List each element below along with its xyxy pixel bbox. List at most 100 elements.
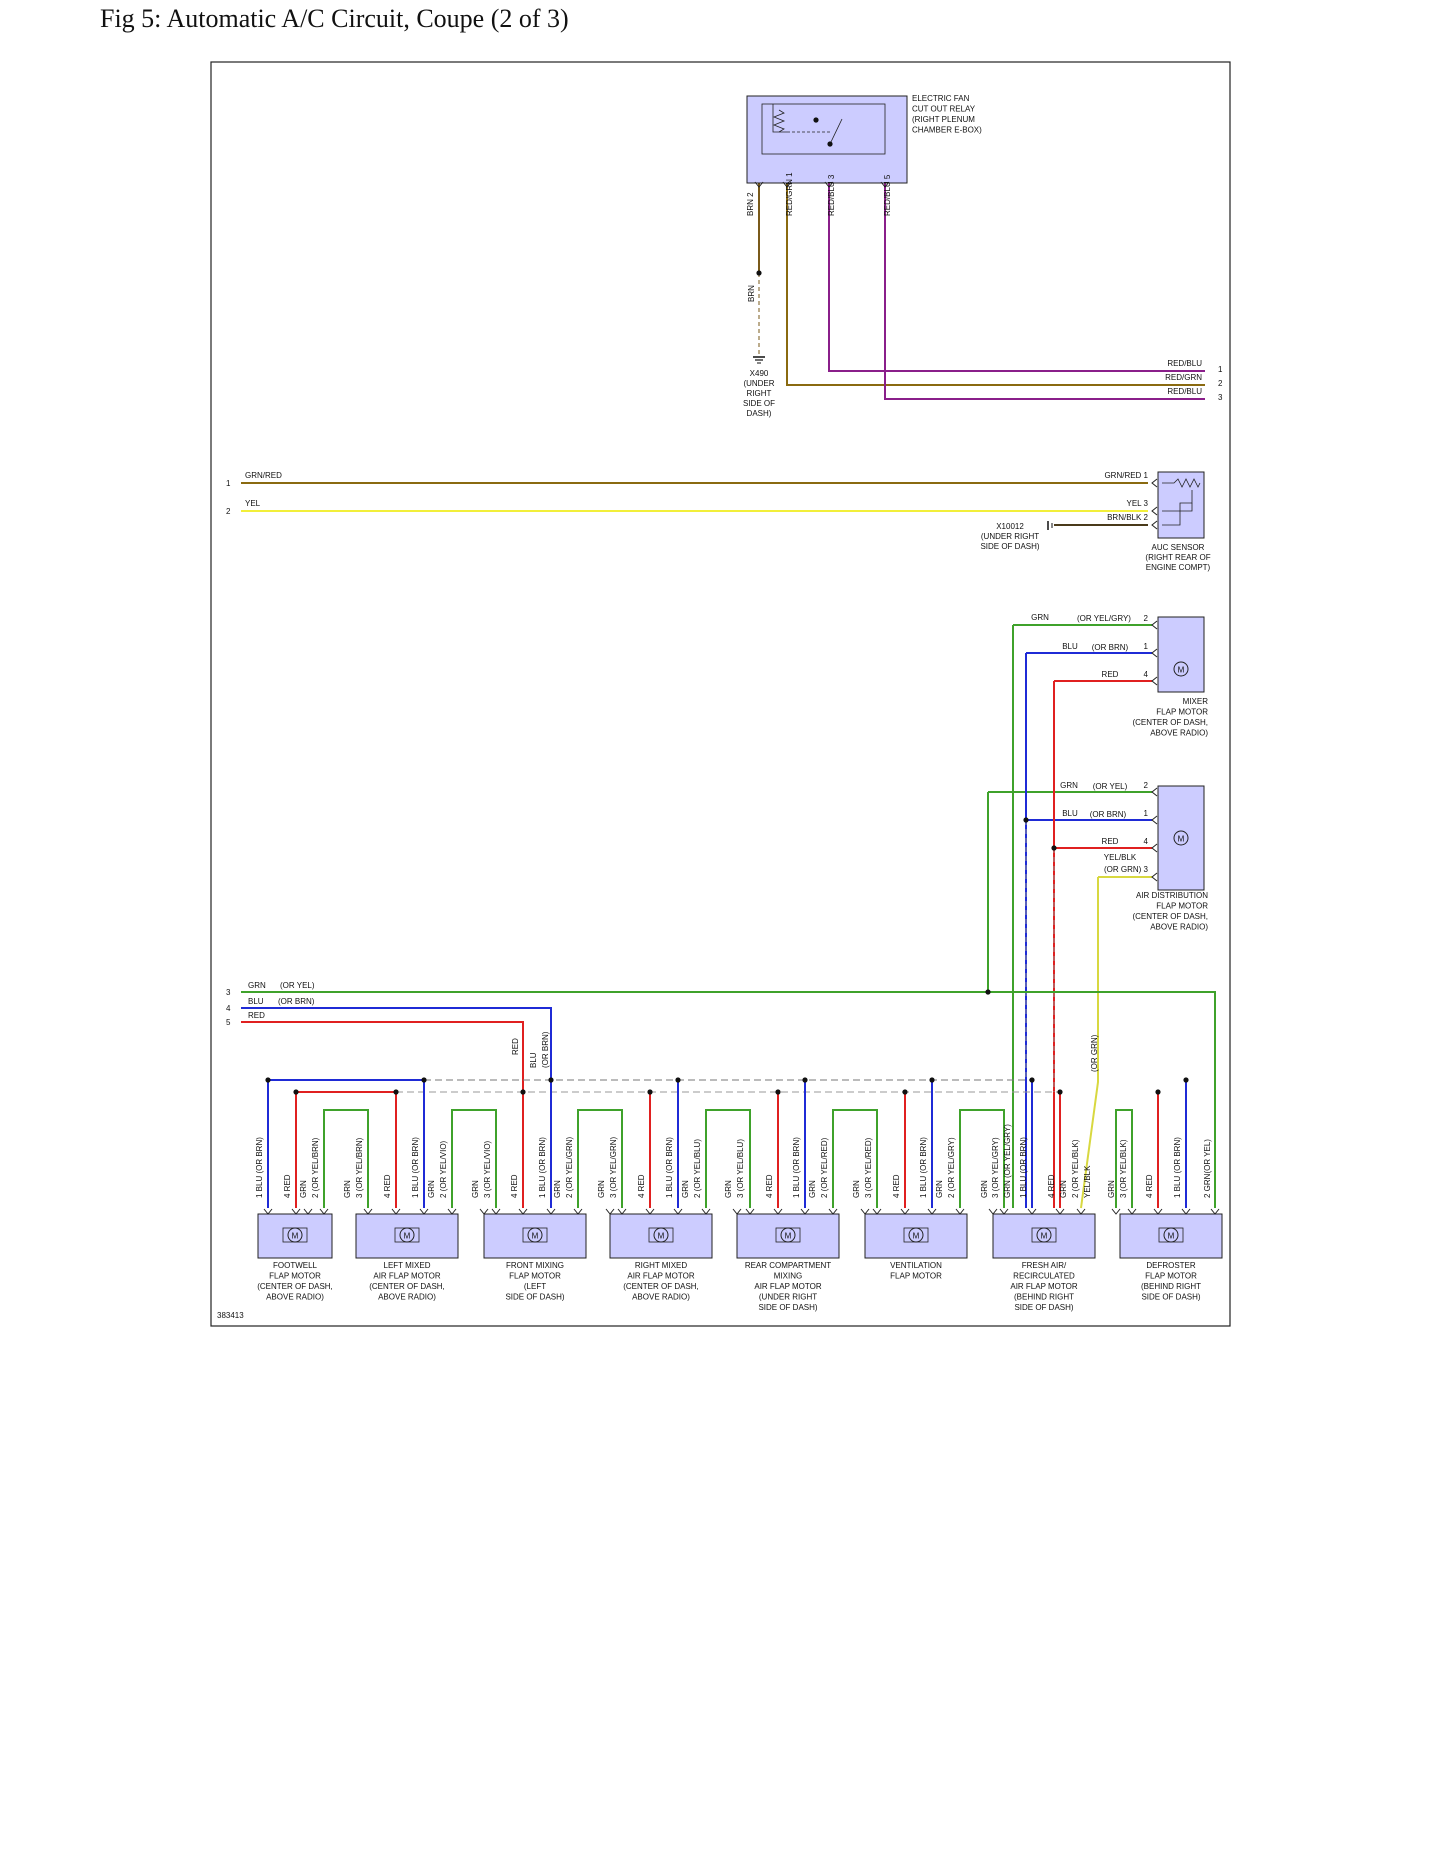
pin-arrow-icon [732, 1208, 742, 1215]
component-name: (UNDER RIGHT [759, 1293, 817, 1302]
wire-label: GRN [1107, 1180, 1116, 1198]
wire-label: 4 [1144, 837, 1149, 846]
mixer-motor-box [1157, 616, 1205, 693]
wire-label: BLU [1062, 642, 1078, 651]
pin-arrow-icon [1151, 872, 1158, 882]
component-name: (BEHIND RIGHT [1014, 1293, 1074, 1302]
wire-label: (OR GRN) 3 [1104, 865, 1149, 874]
wire-label: 3 (OR YEL/BRN) [355, 1137, 364, 1198]
wire-label: 2 (OR YEL/RED) [820, 1137, 829, 1198]
wire-label: (OR BRN) [278, 997, 315, 1006]
relay-name: CHAMBER E-BOX) [912, 126, 982, 135]
connector-pin: 5 [226, 1018, 231, 1027]
wire-label: GRN/RED [245, 471, 282, 480]
wire-label: 1 BLU (OR BRN) [255, 1137, 264, 1198]
wire-label: 2 (OR YEL/BLK) [1071, 1139, 1080, 1198]
wire-label: GRN [248, 981, 266, 990]
relay-name: ELECTRIC FAN [912, 94, 970, 103]
splice-dot [647, 1089, 653, 1095]
wire-label: GRN [808, 1180, 817, 1198]
relay-switch-icon [829, 118, 843, 145]
motor-icon: M [292, 1232, 299, 1241]
wire-label: 4 RED [383, 1174, 392, 1198]
wire-label: 1 [1144, 809, 1149, 818]
pin-arrow-icon [1151, 676, 1158, 686]
wire-label: GRN [427, 1180, 436, 1198]
pin-arrow-icon [391, 1208, 401, 1215]
splice-dot [293, 1089, 299, 1095]
ground-name: SIDE OF DASH) [980, 542, 1039, 551]
pin-arrow-icon [701, 1208, 711, 1215]
wire-label: GRN (OR YEL/GRY) [1003, 1124, 1012, 1198]
component-name: FLAP MOTOR [890, 1272, 942, 1281]
ground-wire-label: BRN [747, 285, 756, 302]
wire-label: (OR YEL) [1093, 782, 1128, 791]
motor-icon: M [913, 1232, 920, 1241]
wire-label: 4 RED [765, 1174, 774, 1198]
wire-label: 1 BLU (OR BRN) [919, 1137, 928, 1198]
motor-icon [399, 1227, 415, 1243]
wire-label: GRN [724, 1180, 733, 1198]
diagram-frame [210, 61, 1231, 1327]
ground-name: DASH) [747, 409, 772, 418]
component-layer [210, 61, 1231, 1327]
wire-grn [705, 1109, 751, 1208]
flap-motor-box [864, 1213, 968, 1259]
motor-icon [287, 1227, 303, 1243]
pin-arrow-icon [1076, 1208, 1086, 1215]
wire-label: GRN [553, 1180, 562, 1198]
wire-label: 4 RED [1047, 1174, 1056, 1198]
component-name: ENGINE COMPT) [1146, 563, 1211, 572]
pin-arrow-icon [303, 1208, 313, 1215]
component-name: ABOVE RADIO) [266, 1293, 324, 1302]
component-name: ABOVE RADIO) [378, 1293, 436, 1302]
splice-dot [1057, 1089, 1063, 1095]
wire-label: (OR YEL/GRY) [1077, 614, 1131, 623]
pin-arrow-icon [1127, 1208, 1137, 1215]
sensor-internal [1162, 503, 1193, 512]
pin-arrow-icon [1151, 815, 1158, 825]
component-name: AUC SENSOR [1152, 543, 1205, 552]
pin-arrow-icon [1210, 1208, 1220, 1215]
wire-label: 4 RED [1145, 1174, 1154, 1198]
wire-label: 1 BLU (OR BRN) [538, 1137, 547, 1198]
wire-label: 3 (OR YEL/BLK) [1119, 1139, 1128, 1198]
motor-icon: M [404, 1232, 411, 1241]
splice-dot [1155, 1089, 1161, 1095]
air-distribution-motor-box [1157, 785, 1205, 891]
motor-icon: M [1041, 1232, 1048, 1241]
component-name: ABOVE RADIO) [632, 1293, 690, 1302]
relay-coil-icon [772, 109, 786, 133]
flap-motor-box [257, 1213, 333, 1259]
connector-pin: 1 [1218, 365, 1223, 374]
pin-arrow-icon [955, 1208, 965, 1215]
wire-label: 3 (OR YEL/VIO) [483, 1140, 492, 1198]
pin-arrow-icon [419, 1208, 429, 1215]
connector-pin: 4 [226, 1004, 231, 1013]
pin-arrow-icon [773, 1208, 783, 1215]
flap-motor-box [1119, 1213, 1223, 1259]
pin-arrow-icon [1151, 520, 1158, 530]
pin-arrow-icon [1111, 1208, 1121, 1215]
component-name: FRESH AIR/ [1022, 1261, 1067, 1270]
wire-label: 2 [1144, 614, 1149, 623]
connector-pin: 1 [226, 479, 231, 488]
motor-icon: M [1178, 835, 1185, 844]
relay-pin-label: BRN 2 [746, 192, 755, 216]
splice-dot [813, 117, 819, 123]
wire-blu [241, 1007, 552, 1080]
wire-label: 1 [1144, 642, 1149, 651]
splice-dot [902, 1089, 908, 1095]
pin-arrow-icon [1151, 648, 1158, 658]
wire-label: 1 BLU (OR BRN) [411, 1137, 420, 1198]
wire-grn [241, 991, 1216, 1208]
wire-label: GRN [681, 1180, 690, 1198]
motor-icon [527, 1227, 543, 1243]
wire-label: YEL/BLK [1104, 853, 1137, 862]
relay-pin-label: RED/BLU 5 [883, 174, 892, 216]
pin-arrow-icon [1151, 843, 1158, 853]
wire-label: 3 (OR YEL/RED) [864, 1137, 873, 1198]
wire-label: 3 (OR YEL/BLU) [736, 1139, 745, 1198]
wire-label: 3 (OR YEL/GRY) [991, 1137, 1000, 1198]
wire-grn [832, 1109, 878, 1208]
